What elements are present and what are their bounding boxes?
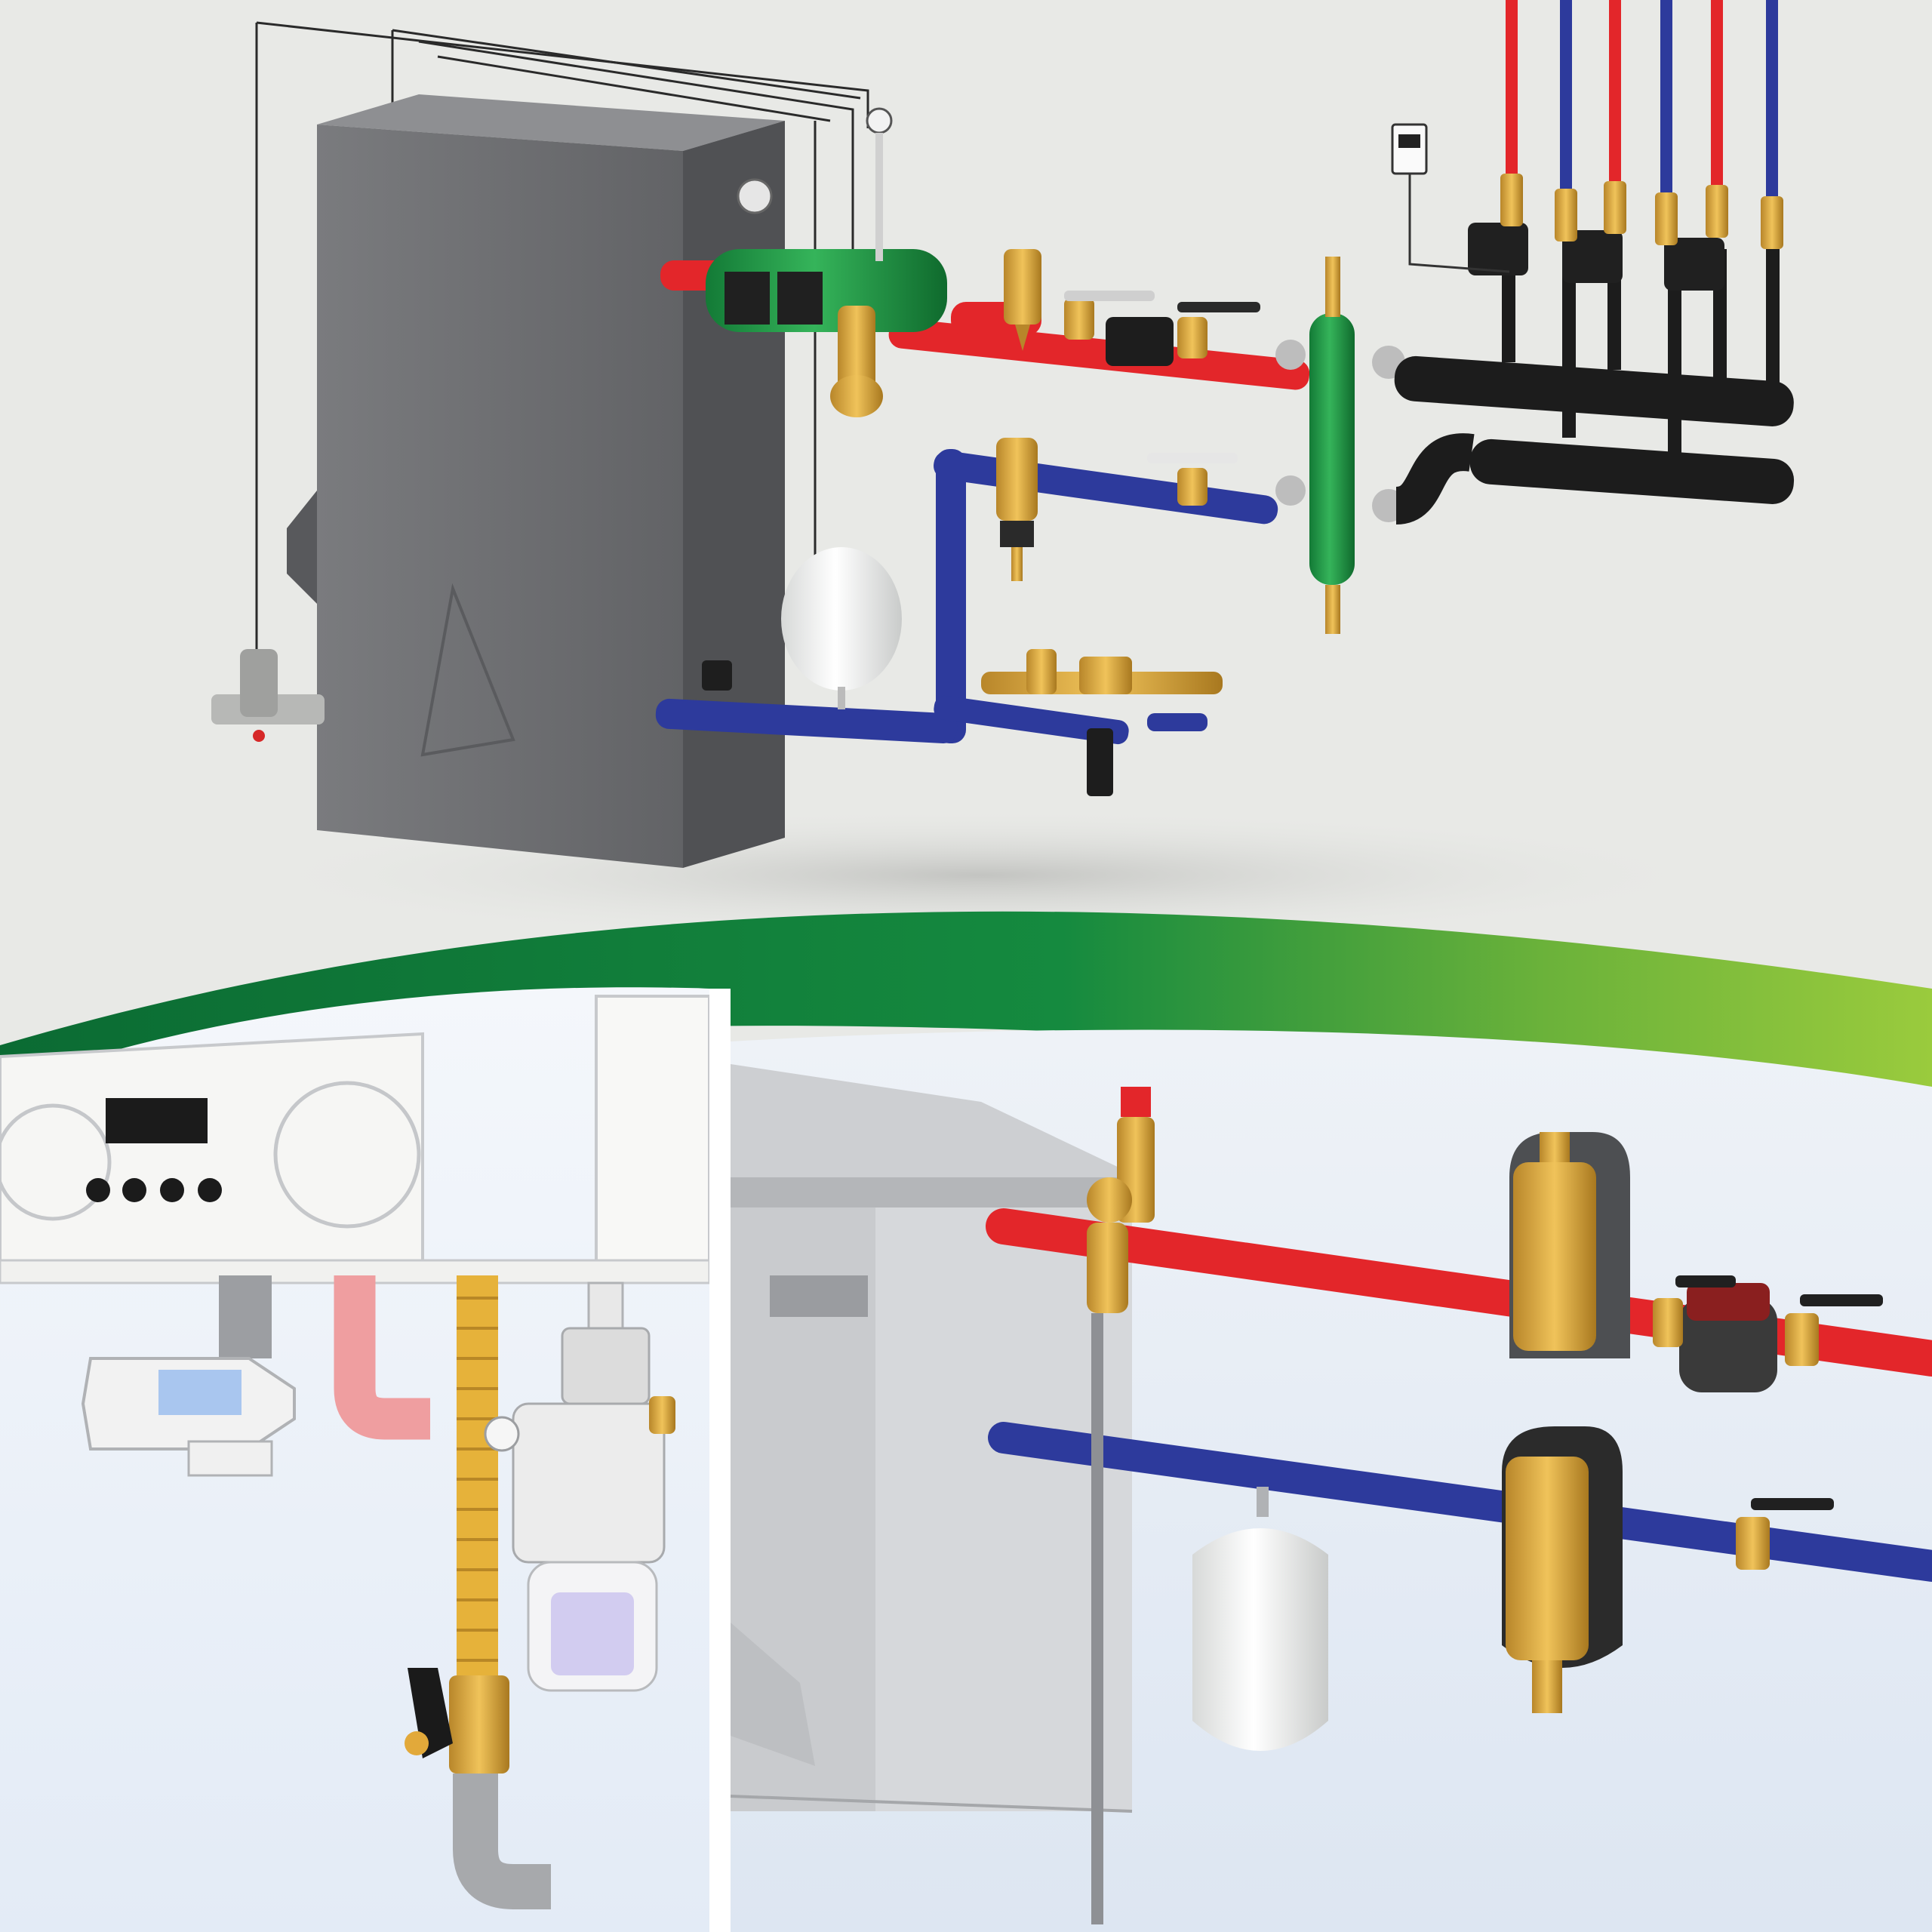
expansion-vessel xyxy=(1192,1528,1328,1751)
boiler-label-plate xyxy=(770,1275,868,1317)
filling-loop xyxy=(981,649,1223,796)
dirt-separator-flow xyxy=(1513,1162,1596,1351)
distribution-manifold xyxy=(1394,249,1795,525)
boiler-button-1 xyxy=(86,1178,110,1202)
dirt-separator-return xyxy=(1506,1457,1589,1660)
gas-valve xyxy=(211,649,325,742)
flow-pump-group xyxy=(1064,291,1260,366)
magnetic-filter xyxy=(512,1402,666,1564)
dirt-separator-return xyxy=(996,438,1238,581)
boiler-button-4 xyxy=(198,1178,222,1202)
boiler-button-3 xyxy=(160,1178,184,1202)
zone-controller xyxy=(1391,123,1510,273)
return-line xyxy=(655,449,1278,745)
air-separator-flow xyxy=(1004,249,1041,351)
zone-risers xyxy=(1500,0,1783,249)
zone-pumps xyxy=(1468,223,1724,291)
burner-housing xyxy=(287,491,317,604)
logo-triangle xyxy=(420,583,515,757)
ball-valve xyxy=(449,1675,509,1774)
circulator-pump xyxy=(1679,1298,1777,1392)
expansion-vessel-top xyxy=(702,547,902,709)
primary-header xyxy=(706,178,947,417)
panel-divider xyxy=(709,989,731,1932)
immersion-sensor xyxy=(866,107,893,261)
boiler-button-2 xyxy=(122,1178,146,1202)
safety-drain-pipe xyxy=(1091,1313,1103,1924)
pressure-gauge xyxy=(737,178,773,214)
detail-panel-left xyxy=(0,987,711,1932)
floor-boiler xyxy=(287,94,785,868)
detail-panel-right xyxy=(730,1029,1932,1932)
boiler-display xyxy=(106,1098,208,1143)
